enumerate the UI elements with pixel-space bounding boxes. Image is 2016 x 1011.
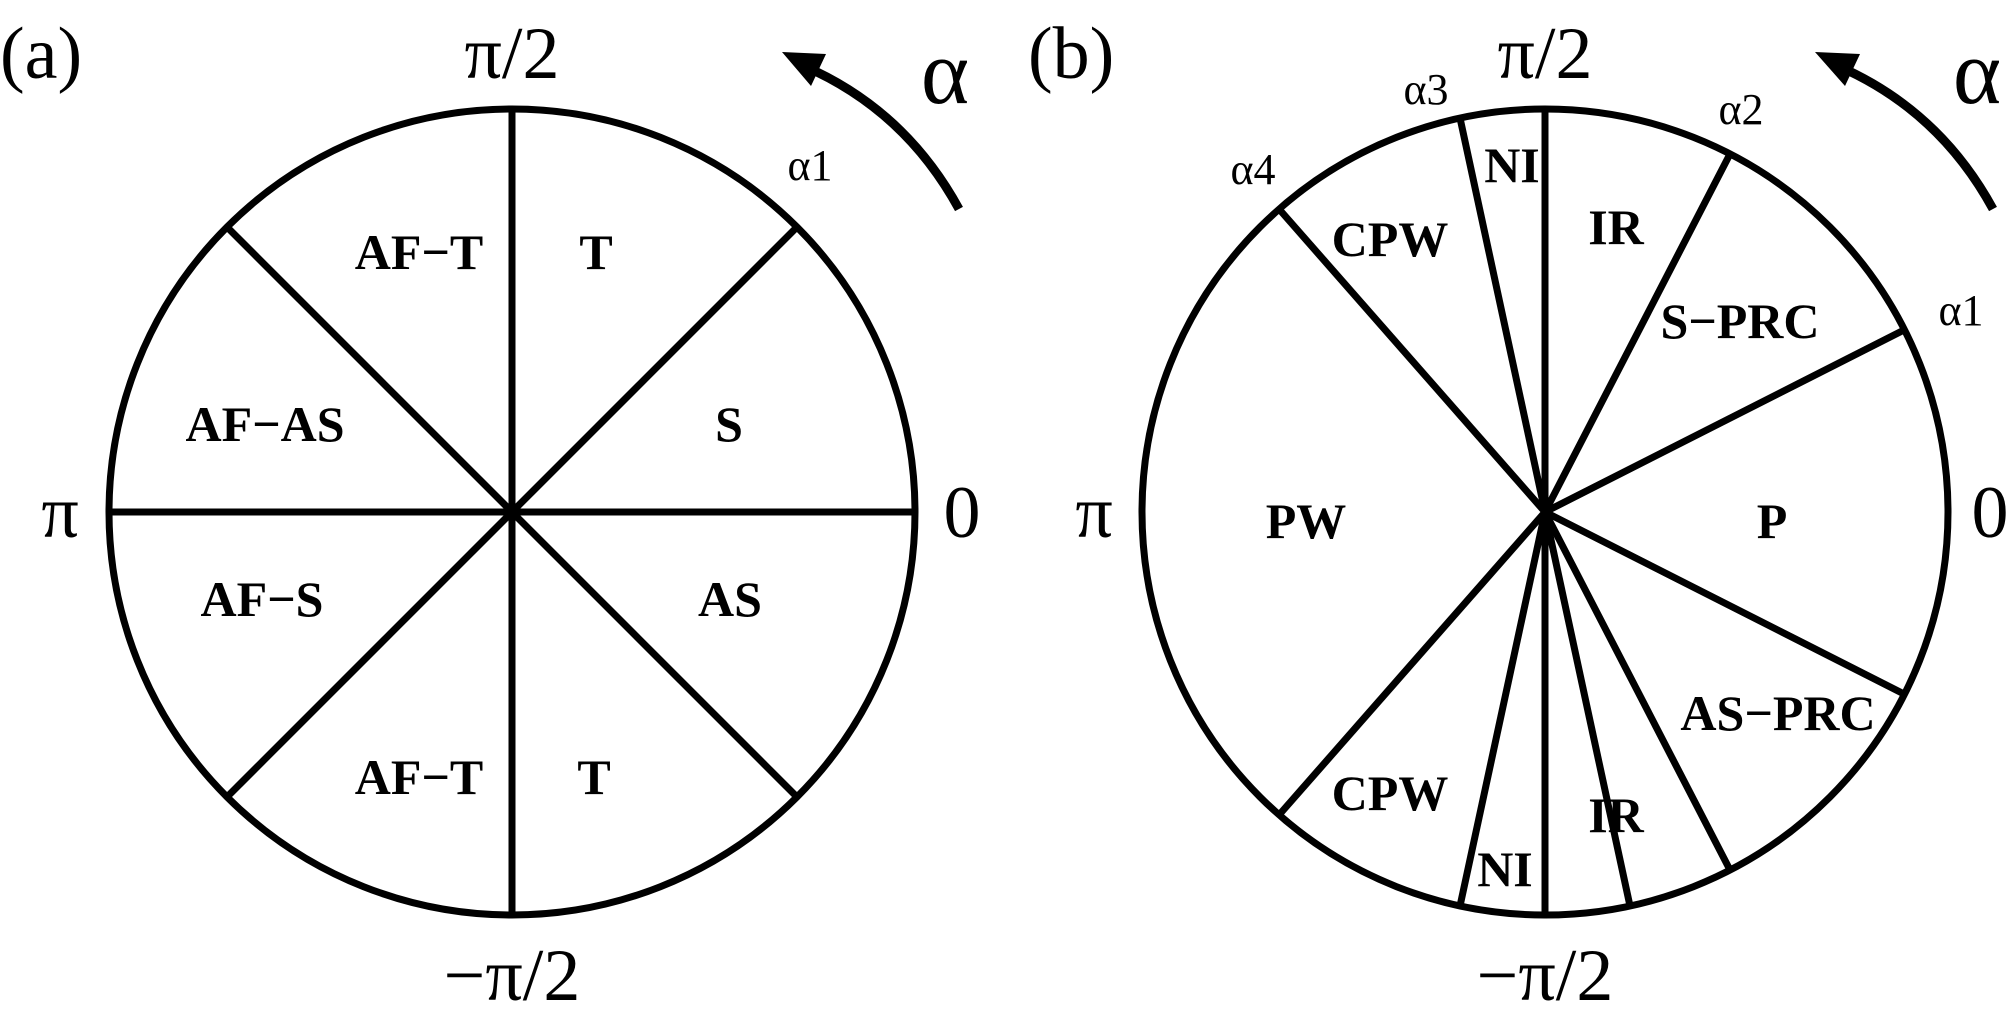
panel-a-diagonal-divider-2 [224, 224, 800, 800]
panel-b-axis-top: π/2 [1498, 13, 1593, 95]
panel-a-boundary-label-alpha1: α1 [787, 141, 832, 190]
panel-b-region-p: P [1757, 493, 1788, 549]
panel-a-region-t-upper: T [579, 224, 612, 280]
panel-b-pw-boundary-lower [1276, 509, 1548, 818]
panel-b-region-as-prc: AS−PRC [1680, 685, 1875, 741]
panel-b-region-cpw-lower: CPW [1332, 765, 1449, 821]
panel-b-boundary-label-alpha3: α3 [1403, 65, 1448, 114]
panel-a-axis-top: π/2 [465, 13, 560, 95]
panel-b-label: (b) [1028, 13, 1114, 95]
panel-b-direction-symbol: α [1953, 21, 2001, 123]
panel-a-axis-right: 0 [944, 472, 981, 554]
panel-b-pw-boundary-upper [1276, 206, 1548, 515]
panel-b-region-cpw-upper: CPW [1332, 211, 1449, 267]
panel-b-region-pw: PW [1266, 493, 1347, 549]
panel-b-region-ni-upper: NI [1484, 137, 1540, 193]
panel-b-region-ir-lower: IR [1588, 787, 1644, 843]
panel-b-p-boundary-upper [1543, 326, 1906, 516]
panel-b-region-ir-upper: IR [1588, 199, 1644, 255]
panel-b-axis-right: 0 [1972, 472, 2009, 554]
panel-a-arrowhead-icon [782, 52, 826, 86]
panel-a-axis-left: π [41, 472, 78, 554]
panel-a-region-af-t-lower: AF−T [355, 749, 484, 805]
panel-b-direction-arrow [1836, 61, 1997, 212]
panel-b-ni-boundary-upper [1456, 511, 1549, 907]
panel-b-p-boundary-lower [1543, 508, 1906, 698]
panel-a-region-s: S [715, 396, 743, 452]
panel-b-boundary-label-alpha2: α2 [1718, 85, 1763, 134]
panel-b-boundary-label-alpha4: α4 [1230, 145, 1275, 194]
panel-a-region-as: AS [698, 571, 762, 627]
panel-a-region-t-lower: T [577, 749, 610, 805]
panel-a-axis-bottom: −π/2 [444, 935, 581, 1006]
panel-a-direction-symbol: α [921, 21, 969, 123]
panel-b-boundary-label-alpha1: α1 [1938, 286, 1983, 335]
panel-a-region-af-t-upper: AF−T [355, 224, 484, 280]
panel-b-region-s-prc: S−PRC [1660, 293, 1819, 349]
panel-a-region-af-as: AF−AS [185, 396, 344, 452]
panel-b-axis-left: π [1075, 472, 1112, 554]
panel-b-s-prc-boundary [1541, 152, 1734, 514]
panel-a: (a) π/2 −π/2 π 0 α1 α T S AS T AF−T AF−A… [0, 13, 981, 1011]
panel-b-as-prc-boundary-lower [1541, 510, 1734, 872]
panel-a-direction-arrow [802, 61, 963, 212]
panel-b-axis-bottom: −π/2 [1477, 935, 1614, 1006]
panel-b-arrowhead-icon [1815, 52, 1860, 86]
panel-b: (b) π/2 −π/2 π 0 α3 α2 α4 α1 α NI IR CPW… [1028, 13, 2009, 1011]
panel-a-region-af-s: AF−S [201, 571, 324, 627]
panel-b-region-ni-lower: NI [1477, 841, 1533, 897]
panel-a-label: (a) [0, 13, 82, 95]
